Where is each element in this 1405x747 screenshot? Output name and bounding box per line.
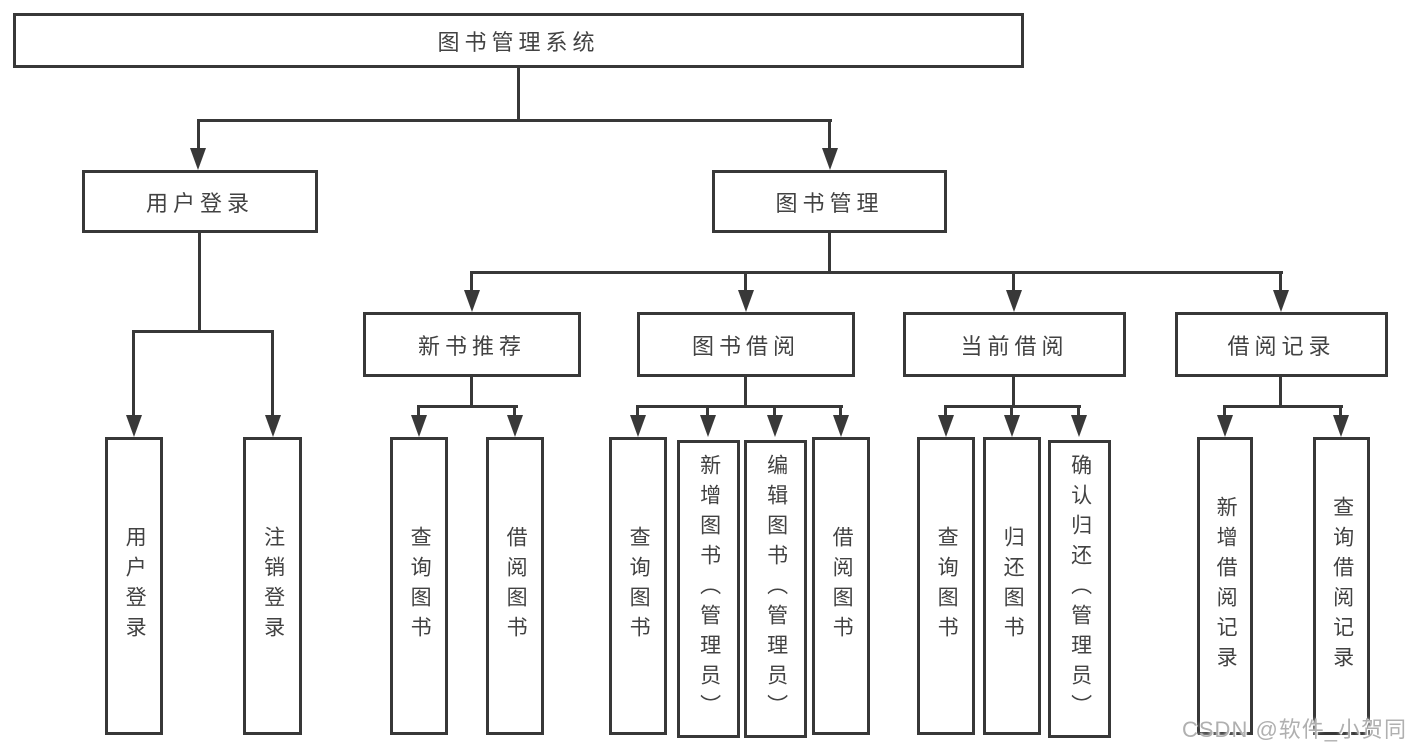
leaf-borrow-query-books: 查询图书 <box>609 437 667 735</box>
leaf-label: 查询图书 <box>627 526 651 646</box>
leaf-label: 借阅图书 <box>504 526 528 646</box>
arrowhead-icon <box>1006 290 1022 312</box>
connector-rail <box>1223 405 1343 408</box>
leaf-label: 新增借阅记录 <box>1214 496 1238 676</box>
leaf-label: 确认归还（管理员） <box>1068 454 1092 724</box>
connector-stem <box>1012 271 1015 292</box>
connector-stem <box>706 405 709 417</box>
arrowhead-icon <box>767 415 783 437</box>
connector-stem <box>198 233 201 333</box>
arrowhead-icon <box>1333 415 1349 437</box>
connector-stem <box>839 405 842 417</box>
node-borrow-records: 借阅记录 <box>1175 312 1388 377</box>
connector-stem <box>744 377 747 408</box>
leaf-label: 查询图书 <box>408 526 432 646</box>
node-book-management: 图书管理 <box>712 170 947 233</box>
leaf-label: 查询借阅记录 <box>1330 496 1354 676</box>
arrowhead-icon <box>1217 415 1233 437</box>
connector-stem <box>744 271 747 292</box>
csdn-watermark: CSDN @软件_小贺同学 <box>1182 717 1405 742</box>
leaf-records-add-record: 新增借阅记录 <box>1197 437 1253 735</box>
leaf-current-return-books: 归还图书 <box>983 437 1041 735</box>
connector-rail <box>636 405 843 408</box>
node-library-system: 图书管理系统 <box>13 13 1024 68</box>
node-new-book-recommend: 新书推荐 <box>363 312 581 377</box>
leaf-label: 归还图书 <box>1001 526 1025 646</box>
node-user-login: 用户登录 <box>82 170 318 233</box>
leaf-logout-login: 注销登录 <box>243 437 302 735</box>
arrowhead-icon <box>190 148 206 170</box>
leaf-label: 新增图书（管理员） <box>697 454 721 724</box>
arrowhead-icon <box>1071 415 1087 437</box>
arrowhead-icon <box>126 415 142 437</box>
arrowhead-icon <box>822 148 838 170</box>
connector-stem <box>1223 405 1226 417</box>
connector-stem <box>1279 377 1282 408</box>
arrowhead-icon <box>630 415 646 437</box>
arrowhead-icon <box>507 415 523 437</box>
arrowhead-icon <box>1273 290 1289 312</box>
arrowhead-icon <box>464 290 480 312</box>
connector-stem <box>773 405 776 417</box>
node-current-borrow: 当前借阅 <box>903 312 1126 377</box>
connector-stem <box>271 330 274 417</box>
node-book-borrow: 图书借阅 <box>637 312 855 377</box>
leaf-borrow-edit-books-admin: 编辑图书（管理员） <box>744 440 807 738</box>
arrowhead-icon <box>738 290 754 312</box>
connector-stem <box>828 233 831 273</box>
leaf-current-query-books: 查询图书 <box>917 437 975 735</box>
connector-stem <box>1012 377 1015 408</box>
connector-stem <box>470 271 473 292</box>
arrowhead-icon <box>265 415 281 437</box>
connector-rail <box>132 330 274 333</box>
connector-stem <box>1339 405 1342 417</box>
arrowhead-icon <box>411 415 427 437</box>
leaf-label: 借阅图书 <box>830 526 854 646</box>
leaf-label: 查询图书 <box>935 526 959 646</box>
connector-stem <box>1279 271 1282 292</box>
arrowhead-icon <box>938 415 954 437</box>
connector-stem <box>470 377 473 408</box>
leaf-label: 注销登录 <box>261 526 285 646</box>
connector-stem <box>517 68 520 121</box>
arrowhead-icon <box>1004 415 1020 437</box>
connector-rail <box>417 405 518 408</box>
connector-stem <box>197 119 200 150</box>
connector-rail <box>197 119 832 122</box>
connector-rail <box>470 271 1283 274</box>
connector-stem <box>944 405 947 417</box>
leaf-label: 用户登录 <box>123 526 147 646</box>
connector-stem <box>1010 405 1013 417</box>
leaf-borrow-add-books-admin: 新增图书（管理员） <box>677 440 740 738</box>
leaf-user-login: 用户登录 <box>105 437 163 735</box>
connector-stem <box>636 405 639 417</box>
connector-stem <box>513 405 516 417</box>
arrowhead-icon <box>700 415 716 437</box>
connector-stem <box>1077 405 1080 417</box>
leaf-current-confirm-return-admin: 确认归还（管理员） <box>1048 440 1111 738</box>
leaf-records-query-record: 查询借阅记录 <box>1313 437 1370 735</box>
connector-stem <box>828 119 831 150</box>
arrowhead-icon <box>833 415 849 437</box>
leaf-recommend-query-books: 查询图书 <box>390 437 448 735</box>
connector-stem <box>132 330 135 417</box>
leaf-label: 编辑图书（管理员） <box>764 454 788 724</box>
connector-stem <box>417 405 420 417</box>
leaf-recommend-borrow-books: 借阅图书 <box>486 437 544 735</box>
leaf-borrow-borrow-books: 借阅图书 <box>812 437 870 735</box>
